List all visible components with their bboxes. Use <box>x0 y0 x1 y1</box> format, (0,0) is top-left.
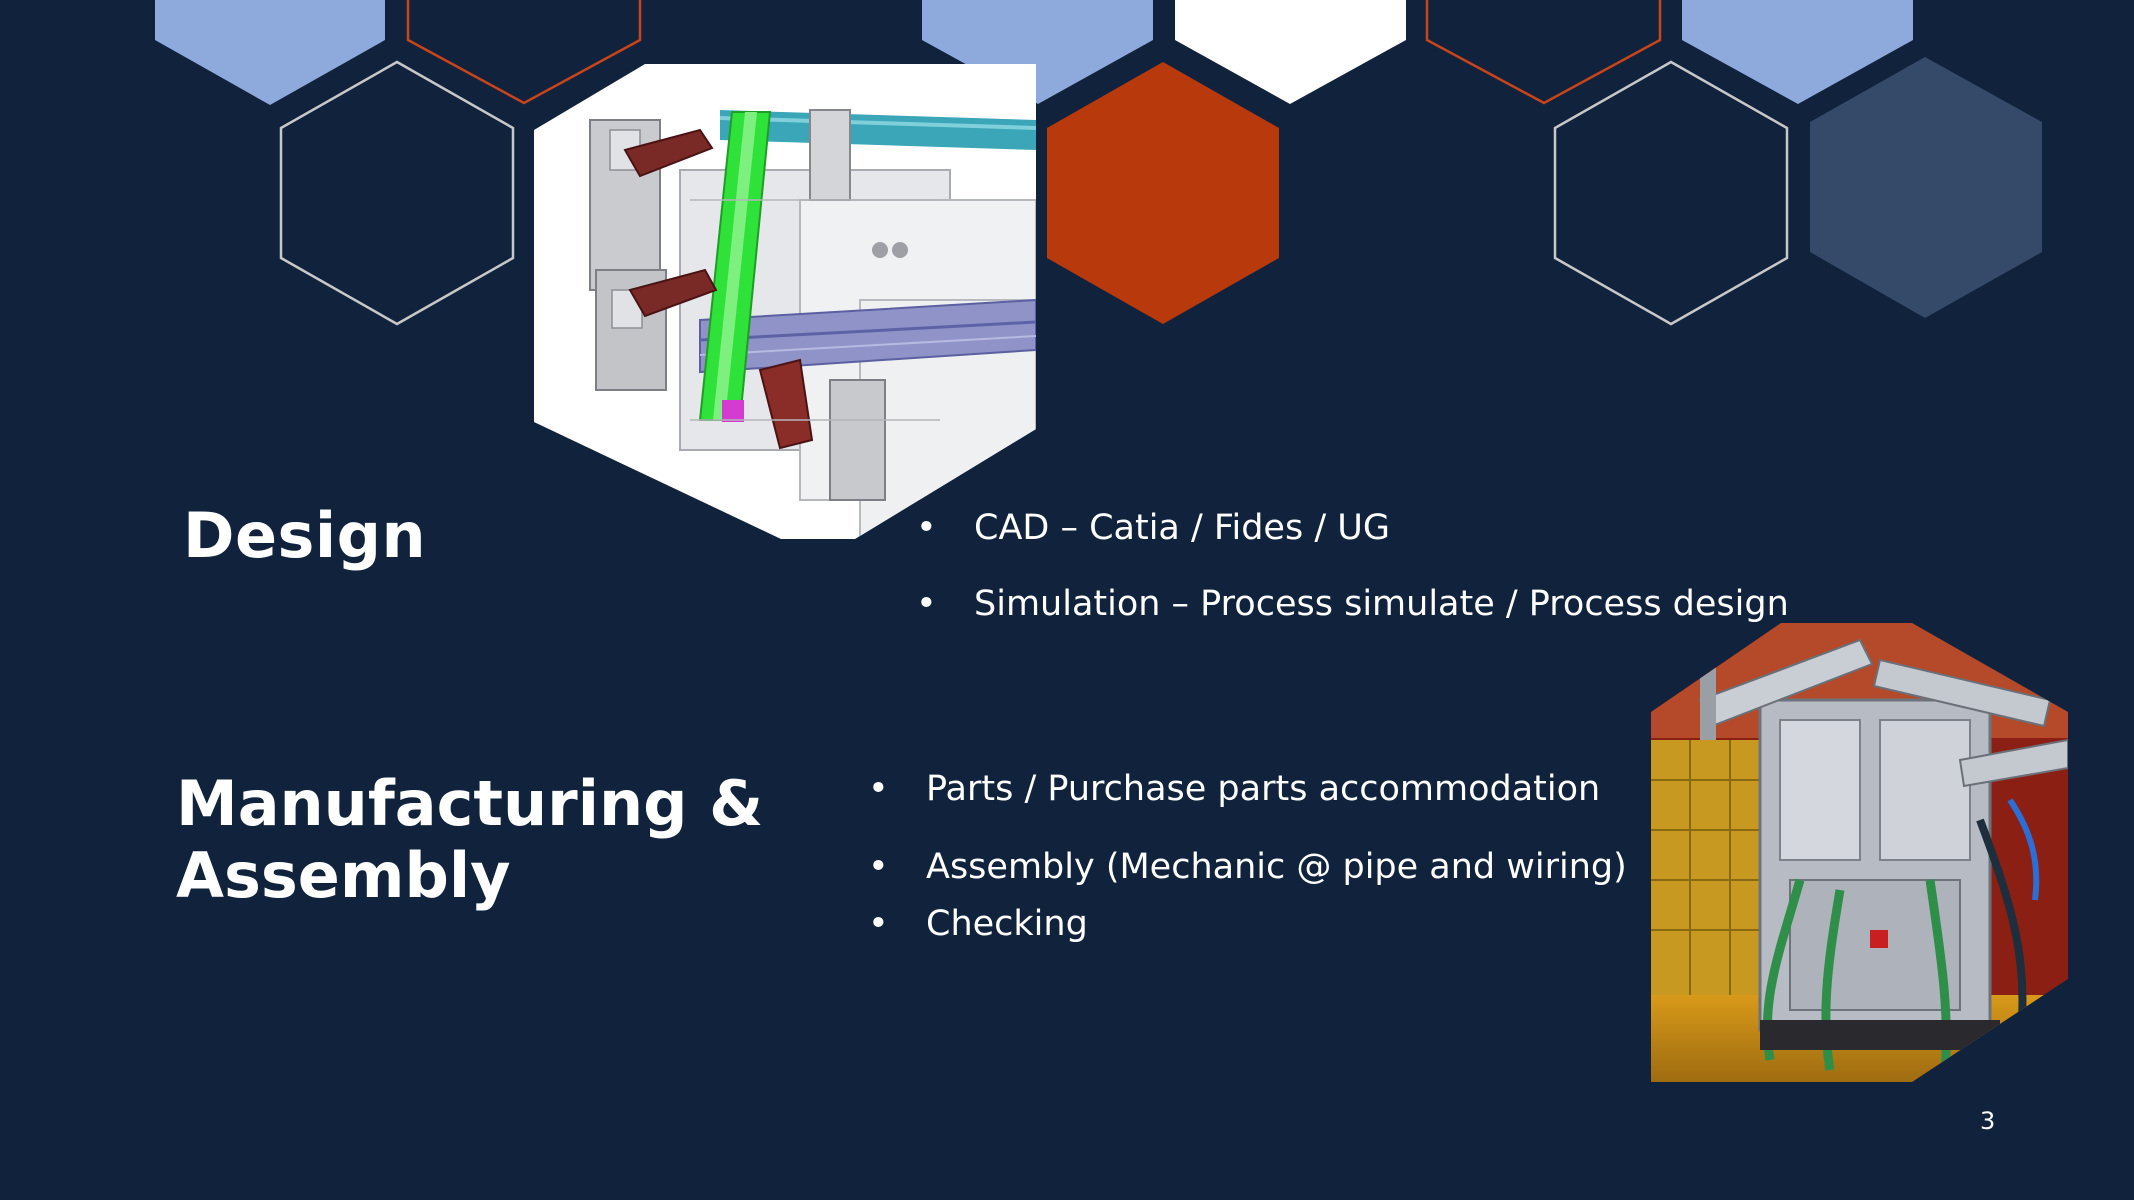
hexagon-light-blue-1 <box>155 0 385 105</box>
hexagon-white <box>1175 0 1406 104</box>
design-bullet-simulation: Simulation – Process simulate / Process … <box>916 582 1789 626</box>
hexagon-slate <box>1810 57 2042 318</box>
hexagon-orange <box>1047 62 1279 324</box>
slide-number: 3 <box>1980 1107 1996 1135</box>
design-bullet-cad: CAD – Catia / Fides / UG <box>916 506 1789 550</box>
hexagon-light-blue-3 <box>1682 0 1913 104</box>
manufacturing-bullet-assembly: Assembly (Mechanic @ pipe and wiring) <box>868 845 1627 889</box>
assembly-machine-image <box>1651 623 2068 1082</box>
manufacturing-heading: Manufacturing & Assembly <box>176 768 763 912</box>
manufacturing-heading-line2: Assembly <box>176 839 511 912</box>
design-bullet-list: CAD – Catia / Fides / UG Simulation – Pr… <box>916 506 1789 658</box>
manufacturing-bullet-parts: Parts / Purchase parts accommodation <box>868 767 1627 811</box>
manufacturing-bullet-list: Parts / Purchase parts accommodation Ass… <box>868 767 1627 946</box>
hexagon-light-blue-2 <box>922 0 1153 104</box>
manufacturing-heading-line1: Manufacturing & <box>176 767 764 840</box>
hexagon-outline-orange-1 <box>406 0 642 105</box>
hexagon-outline-gray-2 <box>1553 60 1789 326</box>
hexagon-outline-gray-1 <box>279 60 515 326</box>
hexagon-outline-orange-2 <box>1425 0 1662 105</box>
manufacturing-bullet-checking: Checking <box>868 902 1627 946</box>
design-heading: Design <box>183 499 427 572</box>
cad-fixture-image <box>534 64 1036 539</box>
